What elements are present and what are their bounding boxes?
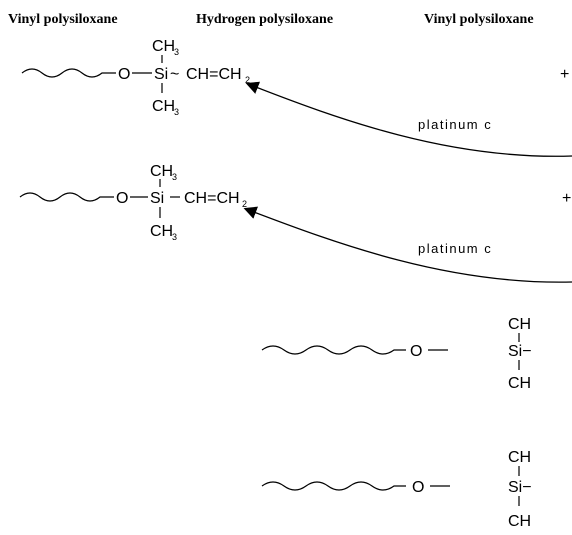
plus-sign-2: + xyxy=(562,190,571,207)
methyl-top-3: CH xyxy=(508,316,531,333)
catalyst-label-2: platinum c xyxy=(418,241,492,256)
methyl-top-4: CH xyxy=(508,449,531,466)
molecule-3: O CH Si− CH xyxy=(261,316,532,392)
oxygen-3: O xyxy=(410,343,422,360)
svg-text:2: 2 xyxy=(245,75,250,85)
reaction-arrow-2 xyxy=(243,206,572,283)
plus-sign-1: + xyxy=(560,66,569,83)
svg-text:~: ~ xyxy=(170,66,179,83)
header-vinyl-polysiloxane-left: Vinyl polysiloxane xyxy=(8,12,118,27)
methyl-top-2: CH xyxy=(150,163,173,180)
methyl-bottom-4: CH xyxy=(508,513,531,530)
methyl-bottom-2: CH xyxy=(150,223,173,240)
vinyl-group-1: CH=CH xyxy=(186,66,242,83)
methyl-bottom-1: CH xyxy=(152,98,175,115)
svg-text:3: 3 xyxy=(172,232,177,242)
catalyst-label-1: platinum c xyxy=(418,117,492,132)
oxygen-2: O xyxy=(116,190,128,207)
methyl-top-1: CH xyxy=(152,38,175,55)
svg-text:3: 3 xyxy=(174,107,179,117)
molecule-4: O CH Si− CH xyxy=(261,449,532,530)
header-vinyl-polysiloxane-right: Vinyl polysiloxane xyxy=(424,12,534,27)
oxygen-1: O xyxy=(118,66,130,83)
reaction-arrow-1 xyxy=(245,81,572,157)
svg-text:3: 3 xyxy=(172,172,177,182)
polymer-chain-3 xyxy=(261,345,406,355)
polymer-chain-2 xyxy=(19,192,114,202)
methyl-bottom-3: CH xyxy=(508,375,531,392)
polymer-chain-4 xyxy=(261,481,406,491)
molecule-1: O Si ~ CH=CH 2 CH 3 CH 3 xyxy=(21,38,250,117)
silicon-1: Si xyxy=(154,66,168,83)
oxygen-4: O xyxy=(412,479,424,496)
silicon-2: Si xyxy=(150,190,164,207)
header-hydrogen-polysiloxane: Hydrogen polysiloxane xyxy=(196,12,334,27)
svg-text:2: 2 xyxy=(242,199,247,209)
vinyl-group-2: CH=CH xyxy=(184,190,240,207)
svg-text:3: 3 xyxy=(174,47,179,57)
silicon-4: Si− xyxy=(508,479,532,496)
molecule-2: O Si CH=CH 2 CH 3 CH 3 xyxy=(19,163,247,242)
silicon-3: Si− xyxy=(508,343,532,360)
polymer-chain-1 xyxy=(21,68,116,78)
